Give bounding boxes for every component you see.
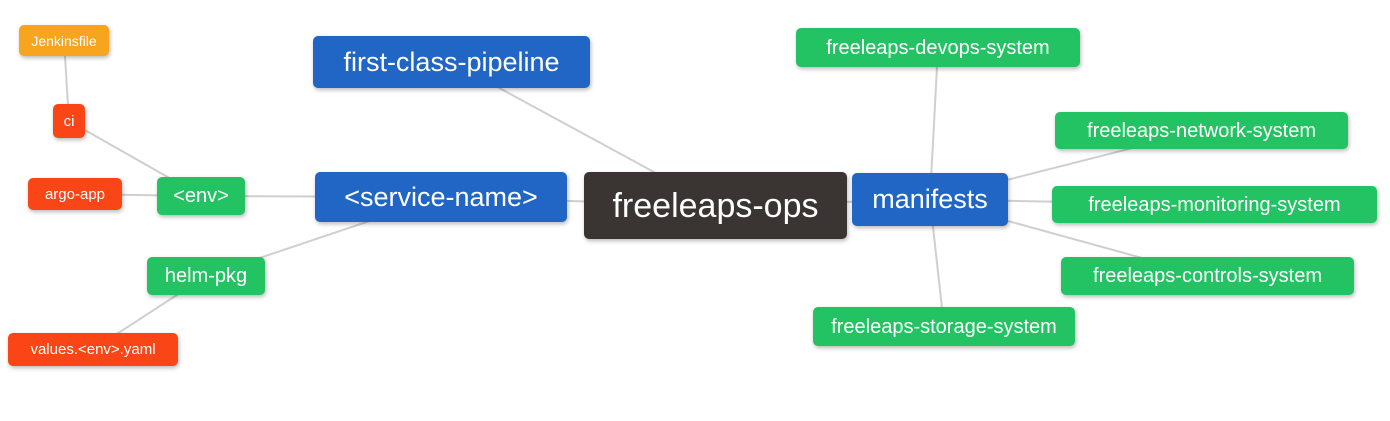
node-service-name[interactable]: <service-name> — [315, 172, 567, 222]
node-manifests[interactable]: manifests — [852, 173, 1008, 226]
node-helm-pkg[interactable]: helm-pkg — [147, 257, 265, 295]
node-freeleaps-monitoring-system[interactable]: freeleaps-monitoring-system — [1052, 186, 1377, 223]
node-jenkinsfile[interactable]: Jenkinsfile — [19, 25, 109, 56]
node-freeleaps-devops-system[interactable]: freeleaps-devops-system — [796, 28, 1080, 67]
node-values-env-yaml[interactable]: values.<env>.yaml — [8, 333, 178, 366]
node-env[interactable]: <env> — [157, 177, 245, 215]
node-argo-app[interactable]: argo-app — [28, 178, 122, 210]
node-freeleaps-network-system[interactable]: freeleaps-network-system — [1055, 112, 1348, 149]
node-freeleaps-ops[interactable]: freeleaps-ops — [584, 172, 847, 239]
node-ci[interactable]: ci — [53, 104, 85, 138]
node-first-class-pipeline[interactable]: first-class-pipeline — [313, 36, 590, 88]
node-freeleaps-controls-system[interactable]: freeleaps-controls-system — [1061, 257, 1354, 295]
node-freeleaps-storage-system[interactable]: freeleaps-storage-system — [813, 307, 1075, 346]
